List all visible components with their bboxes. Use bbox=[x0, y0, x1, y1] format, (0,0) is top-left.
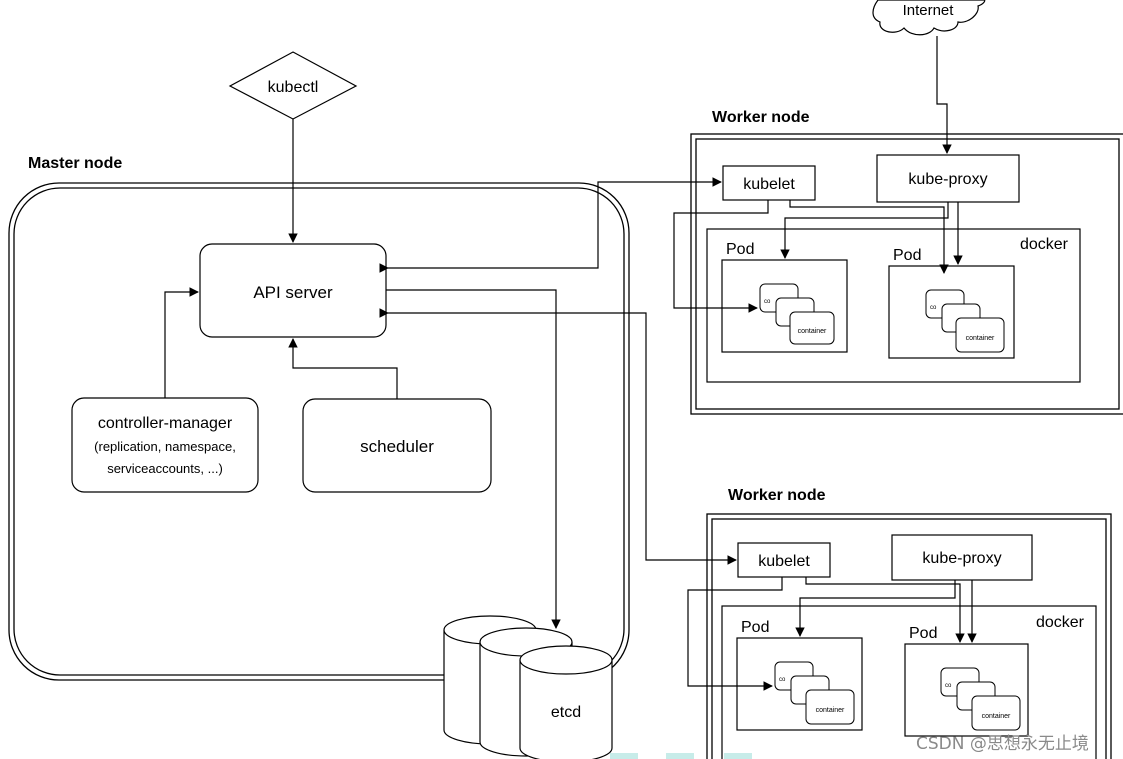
controller-manager-detail-1: (replication, namespace, bbox=[94, 439, 236, 454]
container-label: container bbox=[982, 713, 1011, 720]
etcd-label: etcd bbox=[551, 704, 581, 721]
container-label: co bbox=[779, 677, 786, 683]
worker-node-1-pod-1: Pod co container bbox=[721, 241, 848, 353]
worker-node-1-container bbox=[690, 133, 1123, 415]
api-server-box: API server bbox=[199, 243, 387, 338]
worker-node-2-kubelet-label: kubelet bbox=[758, 553, 810, 570]
worker-node-1-pod-2: Pod co container bbox=[888, 247, 1015, 359]
worker-node-2-kube-proxy-label: kube-proxy bbox=[922, 550, 1001, 567]
container-label: co bbox=[945, 683, 952, 689]
worker-node-2-pod-2: Pod co container bbox=[904, 625, 1029, 737]
internet-label: Internet bbox=[903, 2, 955, 19]
worker-node-1-kube-proxy: kube-proxy bbox=[876, 154, 1020, 203]
worker-node-2-container bbox=[706, 513, 1112, 759]
worker-node-1-kubelet: kubelet bbox=[722, 165, 816, 201]
container-label: container bbox=[798, 328, 827, 335]
container-label: co bbox=[930, 305, 937, 311]
worker-node-1-kubelet-label: kubelet bbox=[743, 176, 795, 193]
scheduler-box: scheduler bbox=[302, 398, 492, 493]
watermark: CSDN @思想永无止境 bbox=[916, 734, 1089, 754]
worker-node-1-title: Worker node bbox=[712, 109, 810, 126]
arrow-scheduler-to-api bbox=[288, 338, 398, 399]
worker-node-2-docker-label: docker bbox=[1036, 614, 1085, 631]
pod-label: Pod bbox=[726, 241, 754, 258]
api-server-label: API server bbox=[253, 283, 333, 302]
worker-node-1-docker-label: docker bbox=[1020, 236, 1069, 253]
arrow-controller-to-api bbox=[164, 287, 199, 398]
bottom-decoration-strip bbox=[610, 753, 638, 759]
worker-node-2-kube-proxy: kube-proxy bbox=[891, 534, 1033, 581]
container-label: container bbox=[966, 335, 995, 342]
kubectl-node: kubectl bbox=[228, 51, 358, 120]
controller-manager-box: controller-manager (replication, namespa… bbox=[71, 397, 259, 493]
scheduler-label: scheduler bbox=[360, 437, 434, 456]
internet-cloud: Internet bbox=[872, 0, 986, 36]
kubectl-label: kubectl bbox=[268, 79, 319, 96]
etcd-database: etcd bbox=[443, 615, 613, 759]
pod-label: Pod bbox=[909, 625, 937, 642]
controller-manager-label: controller-manager bbox=[98, 415, 233, 432]
worker-node-2-pod-1: Pod co container bbox=[736, 619, 863, 731]
container-label: co bbox=[764, 299, 771, 305]
arrow-internet-to-proxy bbox=[936, 36, 952, 154]
pod-label: Pod bbox=[741, 619, 769, 636]
worker-node-1-docker: docker bbox=[706, 228, 1081, 383]
worker-node-1-kube-proxy-label: kube-proxy bbox=[908, 171, 987, 188]
worker-node-2-kubelet: kubelet bbox=[737, 542, 831, 578]
worker-node-2-title: Worker node bbox=[728, 487, 826, 504]
master-node-title: Master node bbox=[28, 155, 122, 172]
controller-manager-detail-2: serviceaccounts, ...) bbox=[107, 461, 223, 476]
container-label: container bbox=[816, 707, 845, 714]
connectors bbox=[164, 36, 977, 691]
bottom-decoration-strip bbox=[724, 753, 752, 759]
bottom-decoration-strip bbox=[666, 753, 694, 759]
arrow-api-kubelet-2 bbox=[379, 308, 737, 565]
pod-label: Pod bbox=[893, 247, 921, 264]
arrow-api-kubelet-1 bbox=[379, 177, 722, 273]
